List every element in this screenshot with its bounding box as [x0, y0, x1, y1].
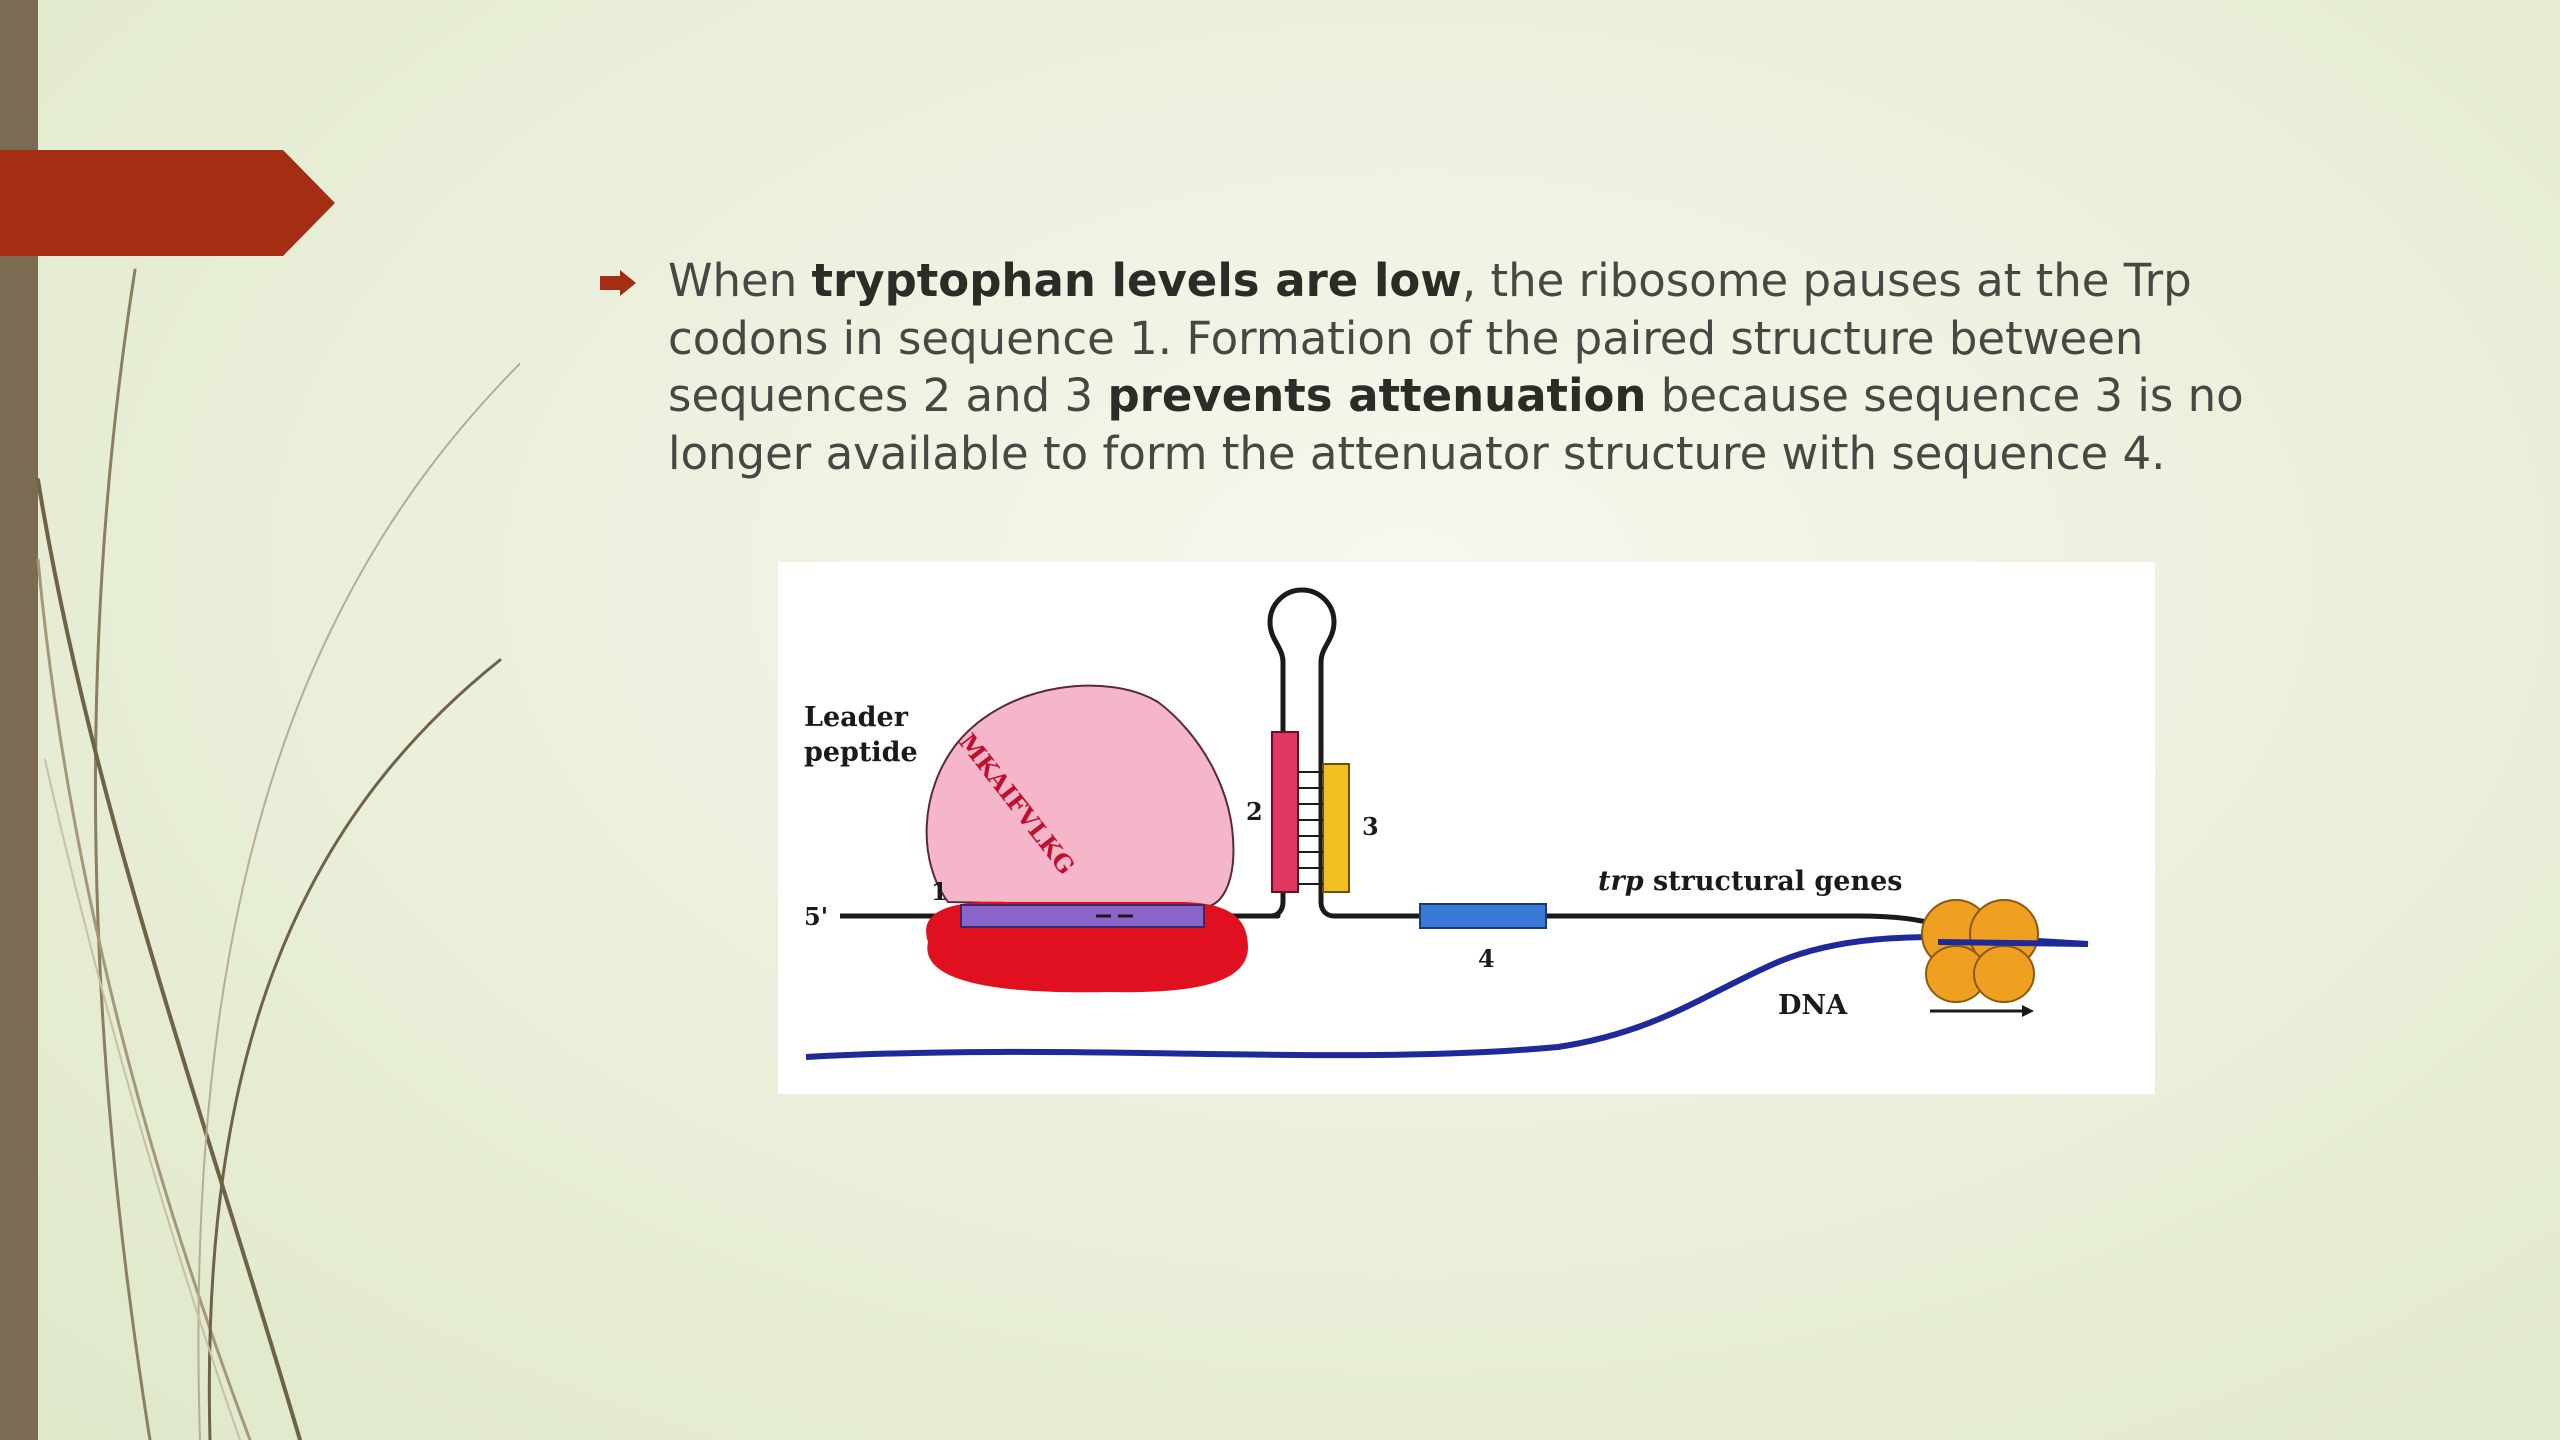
dna-label: DNA — [1778, 990, 1848, 1021]
leader-label-line2: peptide — [804, 737, 918, 768]
sequence-1-box — [960, 904, 1205, 928]
bullet-text: When tryptophan levels are low, the ribo… — [668, 254, 2244, 480]
sequence-3-label: 3 — [1362, 812, 1379, 841]
sequence-3-box — [1322, 763, 1350, 893]
emphasis-prevents-attenuation: prevents attenuation — [1107, 369, 1647, 422]
bullet-arrow-icon — [600, 270, 636, 296]
emphasis-low-trp: tryptophan levels are low — [811, 254, 1462, 307]
dna-strand — [805, 933, 2089, 1060]
ribosome-large-subunit — [925, 684, 1235, 909]
leader-label-line1: Leader — [804, 702, 909, 733]
sequence-4-box — [1419, 903, 1547, 929]
base-pairs — [1298, 771, 1323, 885]
decorative-strands — [36, 268, 520, 1440]
attenuation-diagram: Leader peptide 5' 1 2 3 4 MKAIFVLKG trp … — [778, 562, 2155, 1094]
sequence-2-label: 2 — [1246, 797, 1263, 826]
sequence-4-label: 4 — [1478, 944, 1495, 973]
sequence-1-label: 1 — [931, 877, 948, 906]
arrow-right-icon — [1930, 1005, 2034, 1017]
sequence-2-box — [1271, 731, 1299, 893]
mrna-strand — [840, 587, 1979, 941]
title-arrow-shape — [0, 150, 335, 256]
rna-polymerase-icon — [1921, 899, 2039, 1003]
five-prime-label: 5' — [804, 902, 828, 931]
trp-structural-genes-label: trp structural genes — [1598, 866, 1903, 897]
